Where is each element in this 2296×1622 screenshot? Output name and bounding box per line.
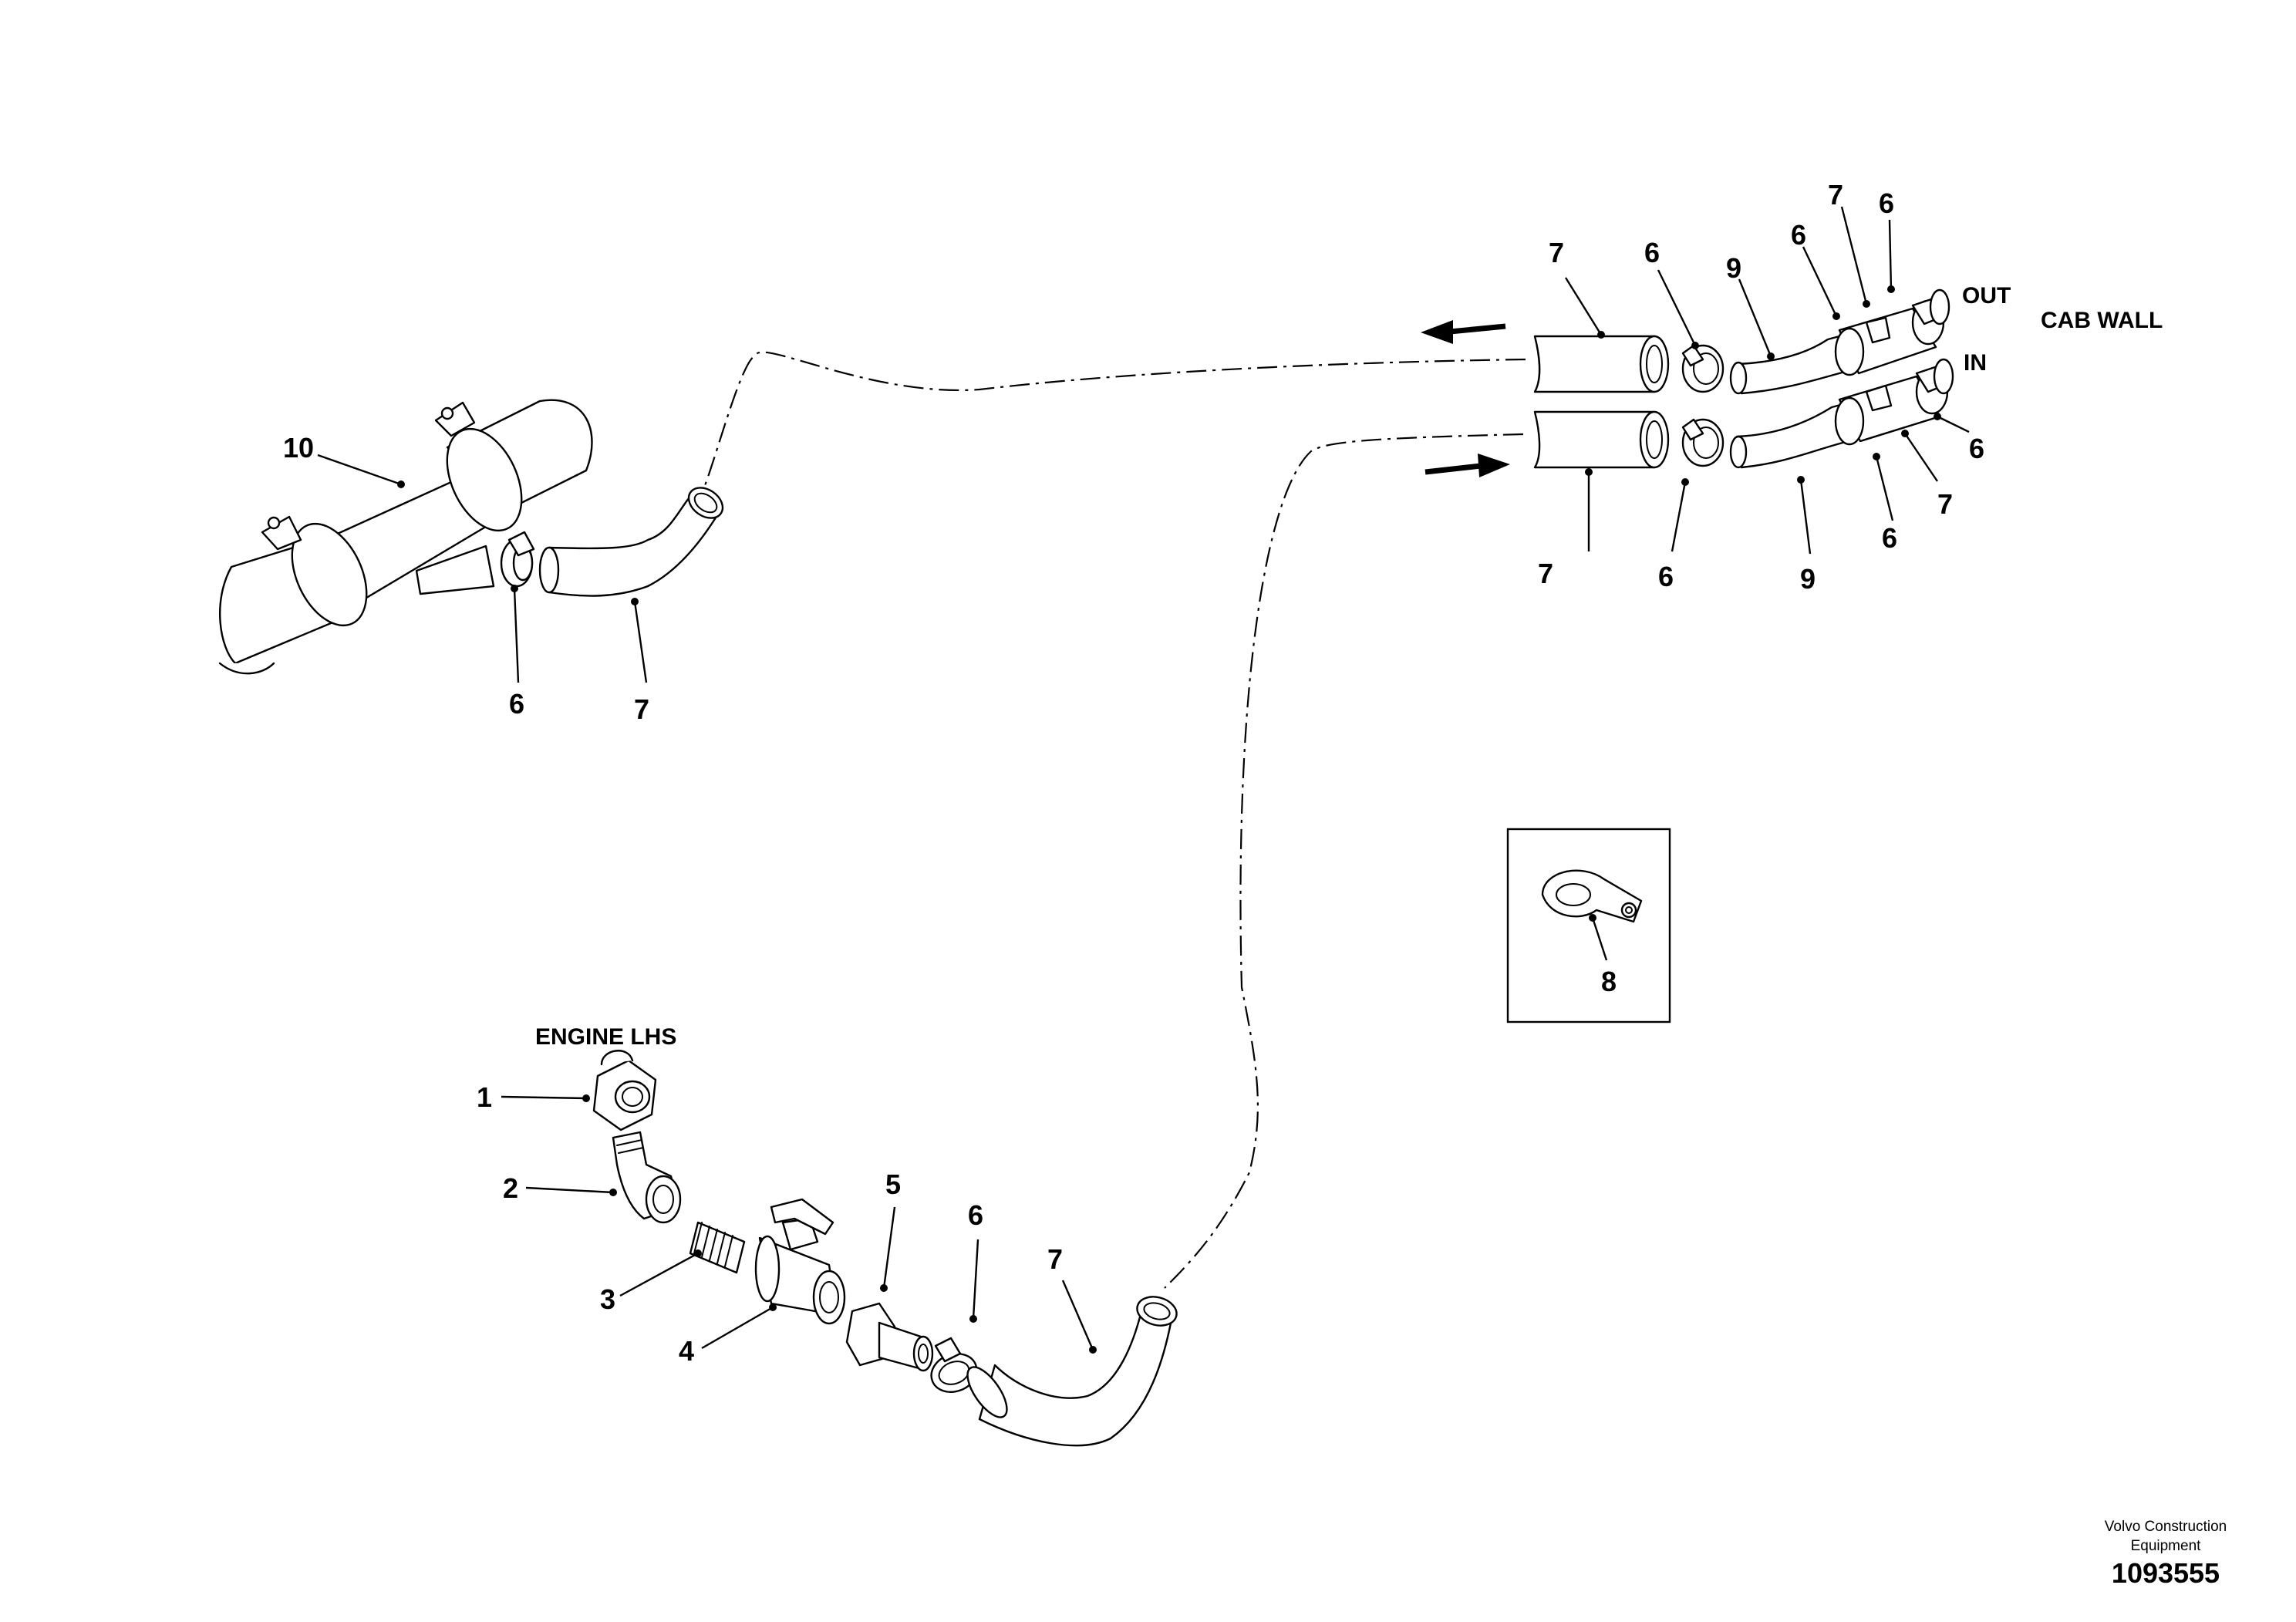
hose-clamp-out-left <box>1681 344 1725 393</box>
callout-7: 7 <box>1828 179 1843 211</box>
in-label: IN <box>1964 350 1987 376</box>
callout-7: 7 <box>1047 1243 1063 1275</box>
callout-5: 5 <box>885 1168 901 1200</box>
arrow-left-icon <box>1421 320 1506 344</box>
credit-line-2: Equipment <box>2131 1538 2202 1554</box>
fitting-out <box>1834 288 1950 376</box>
callout-9: 9 <box>1800 563 1816 595</box>
callout-4: 4 <box>679 1335 694 1367</box>
hose-out-straight <box>1533 335 1670 393</box>
callout-6: 6 <box>1969 433 1984 464</box>
hose-in-straight <box>1533 410 1670 469</box>
hose-route-return <box>1164 433 1524 1289</box>
callout-7: 7 <box>1937 488 1953 520</box>
callout-8: 8 <box>1601 966 1617 997</box>
engine-lhs-label: ENGINE LHS <box>535 1024 676 1050</box>
credit-line-1: Volvo Construction <box>2105 1519 2227 1535</box>
document-number: 1093555 <box>2112 1557 2220 1589</box>
hose-clamp-engine <box>930 1337 978 1393</box>
callout-6: 6 <box>1791 219 1806 251</box>
callout-6: 6 <box>1644 237 1660 268</box>
callout-6: 6 <box>1658 561 1674 592</box>
callout-3: 3 <box>600 1283 615 1315</box>
callout-6: 6 <box>509 688 524 720</box>
heater-unit-illustration <box>218 399 593 675</box>
hose-out-bend <box>1729 332 1853 395</box>
hose-engine-bend <box>966 1296 1178 1447</box>
hose-clamp-in-left <box>1681 418 1725 467</box>
hose-clamp-heater <box>500 531 535 588</box>
callout-1: 1 <box>477 1081 492 1113</box>
leaders <box>317 206 1970 1354</box>
callout-6: 6 <box>968 1199 983 1231</box>
ball-valve-4 <box>754 1198 846 1325</box>
callout-6: 6 <box>1879 187 1894 219</box>
callout-7: 7 <box>634 693 649 725</box>
detail-box <box>1506 828 1671 1023</box>
callout-7: 7 <box>1538 558 1553 589</box>
elbow-2 <box>612 1131 682 1224</box>
hose-route-supply <box>700 351 1526 494</box>
out-label: OUT <box>1962 283 2011 309</box>
callout-2: 2 <box>503 1172 518 1204</box>
cab-wall-label: CAB WALL <box>2041 308 2163 333</box>
nipple-3 <box>689 1221 746 1274</box>
callout-9: 9 <box>1726 252 1741 284</box>
callout-7: 7 <box>1549 237 1564 268</box>
fitting-in <box>1834 358 1954 446</box>
hose-heater-bend <box>538 487 724 597</box>
callout-6: 6 <box>1882 522 1897 554</box>
callout-10: 10 <box>283 432 314 464</box>
arrow-right-icon <box>1424 454 1510 477</box>
fitting-5 <box>845 1302 934 1372</box>
fitting-1 <box>592 1050 657 1131</box>
